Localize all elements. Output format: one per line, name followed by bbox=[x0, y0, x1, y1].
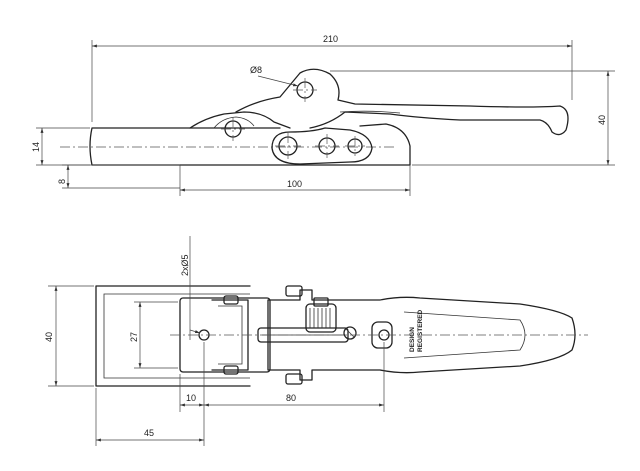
dim-label-mounting-holes: 2xØ5 bbox=[180, 254, 190, 276]
lever-body bbox=[267, 289, 576, 381]
hinge-pin-top bbox=[223, 295, 239, 305]
dim-hole-spacing: 80 bbox=[204, 342, 385, 412]
screw-head bbox=[343, 326, 357, 340]
stamp-line2: REGISTERED bbox=[417, 309, 424, 352]
spring-housing bbox=[305, 303, 337, 333]
dim-plate-thickness: 8 bbox=[57, 164, 180, 189]
design-stamp: DESIGN REGISTERED bbox=[409, 309, 424, 352]
dim-hole-span: 100 bbox=[179, 165, 411, 196]
dim-base-height: 14 bbox=[31, 127, 90, 166]
keeper-frame bbox=[95, 285, 251, 387]
stamp-line1: DESIGN bbox=[409, 327, 416, 352]
hinge-bracket bbox=[189, 111, 291, 129]
lever-inner-line bbox=[339, 110, 401, 114]
dim-hole-diameter: Ø8 bbox=[250, 65, 299, 87]
screw-slot bbox=[345, 328, 355, 338]
adjuster-slot bbox=[257, 327, 349, 343]
base-strap bbox=[89, 123, 411, 166]
hinge-pin-bottom bbox=[223, 365, 239, 375]
spring-coils bbox=[309, 308, 331, 328]
link-plate bbox=[271, 127, 373, 165]
dim-label-overall-width: 40 bbox=[44, 332, 54, 342]
pivot-cap-bottom bbox=[285, 373, 303, 385]
dim-overall-width: 40 bbox=[44, 285, 94, 387]
keeper-frame-inner bbox=[103, 293, 250, 379]
side-view: 210 Ø8 40 14 8 bbox=[31, 34, 615, 196]
dim-hole-offset: 10 bbox=[179, 342, 205, 412]
dim-label-hole-spacing: 80 bbox=[286, 393, 296, 403]
top-view: DESIGN REGISTERED 2xØ5 40 27 bbox=[44, 236, 588, 446]
dim-inner-width: 27 bbox=[129, 301, 178, 369]
dim-label-inner-width: 27 bbox=[129, 332, 139, 342]
dim-overall-height: 40 bbox=[330, 70, 615, 166]
dim-label-overall-height: 40 bbox=[597, 115, 607, 125]
dim-mounting-holes: 2xØ5 bbox=[180, 236, 201, 340]
dim-label-overall-length: 210 bbox=[323, 34, 338, 44]
dim-keeper-depth: 45 bbox=[95, 388, 205, 446]
spring-nut bbox=[313, 297, 329, 307]
dim-label-plate-thickness: 8 bbox=[57, 179, 67, 184]
hinge-bracket-inner bbox=[213, 116, 255, 129]
pivot-cap-top bbox=[285, 285, 303, 297]
dim-overall-length: 210 bbox=[91, 34, 573, 122]
dim-label-base-height: 14 bbox=[31, 142, 41, 152]
dim-label-hole-span: 100 bbox=[287, 179, 302, 189]
dim-label-keeper-depth: 45 bbox=[144, 428, 154, 438]
lever-arm bbox=[235, 68, 569, 136]
dim-label-hole-diameter: Ø8 bbox=[250, 65, 262, 75]
dim-label-hole-offset: 10 bbox=[186, 393, 196, 403]
